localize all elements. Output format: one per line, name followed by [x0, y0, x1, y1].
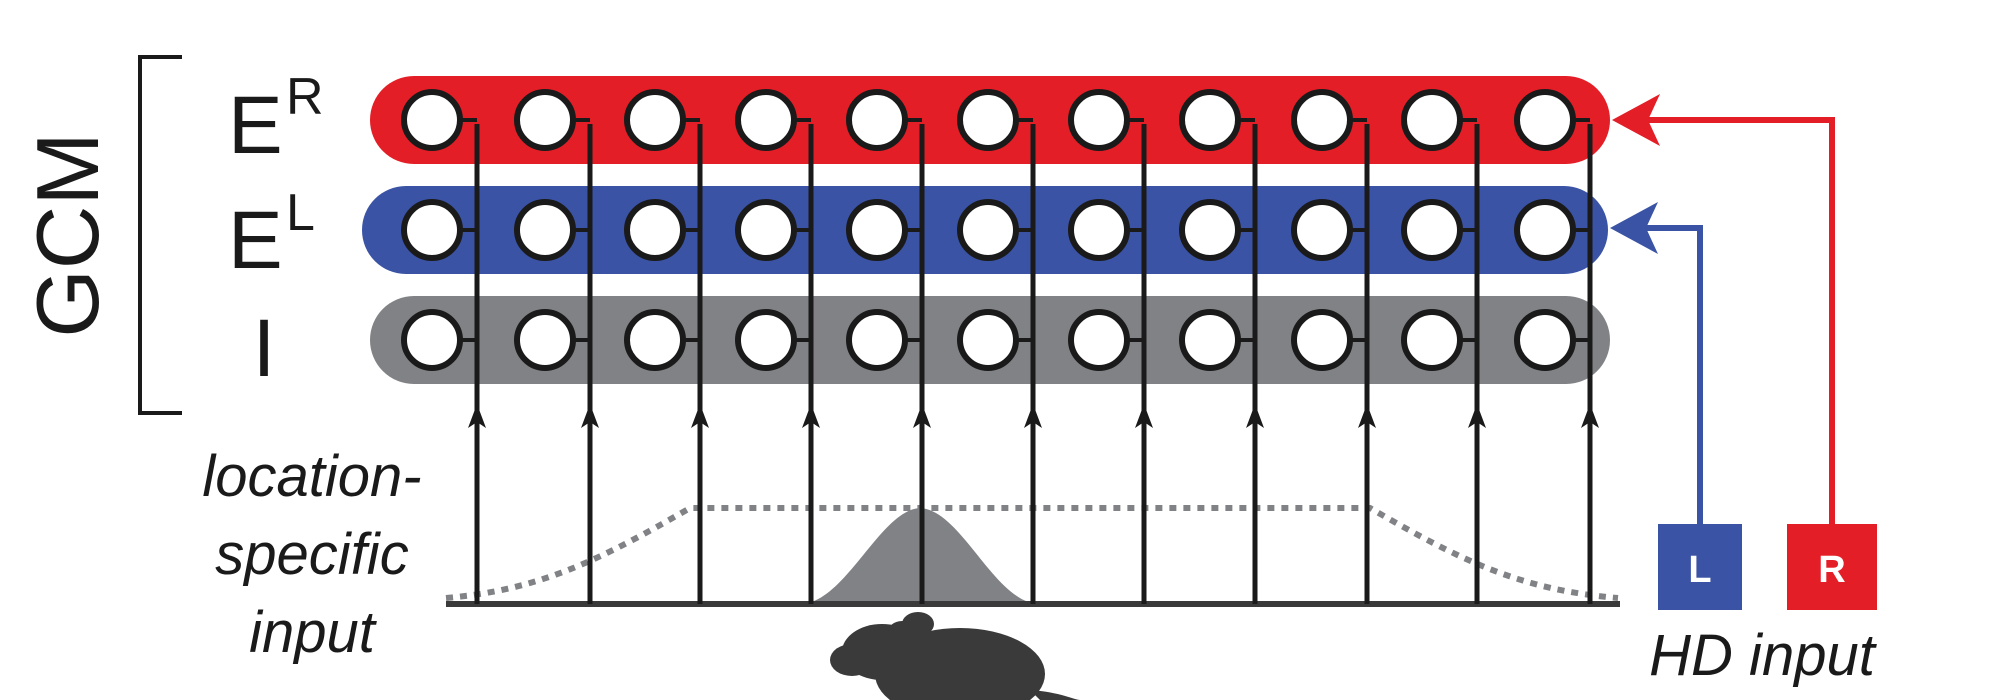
neuron-el-11: [1514, 199, 1576, 261]
neuron-el-3: [624, 199, 686, 261]
neuron-er-7: [1068, 89, 1130, 151]
neuron-er-2: [514, 89, 576, 151]
neuron-er-8: [1179, 89, 1241, 151]
neuron-er-9: [1291, 89, 1353, 151]
hd-left-arrowhead: [1610, 202, 1658, 254]
svg-text:I: I: [253, 303, 276, 394]
input-arrowhead-3: [691, 404, 709, 428]
input-arrowhead-9: [1358, 404, 1376, 428]
neuron-el-10: [1401, 199, 1463, 261]
neuron-el-2: [514, 199, 576, 261]
neuron-er-3: [624, 89, 686, 151]
neuron-el-1: [401, 199, 463, 261]
svg-text:R: R: [286, 68, 324, 126]
input-arrowhead-10: [1468, 404, 1486, 428]
neuron-er-5: [846, 89, 908, 151]
neuron-i-3: [624, 309, 686, 371]
input-arrowhead-8: [1246, 404, 1264, 428]
neuron-i-1: [401, 309, 463, 371]
input-arrows: [468, 124, 1599, 604]
rat-icon: [830, 612, 1080, 700]
neuron-el-4: [735, 199, 797, 261]
svg-text:R: R: [1818, 549, 1845, 591]
neuron-el-5: [846, 199, 908, 261]
neuron-i-2: [514, 309, 576, 371]
hd-left-arrow: [1626, 225, 1703, 524]
neuron-er-4: [735, 89, 797, 151]
neuron-er-11: [1514, 89, 1576, 151]
gcm-label: GCM: [18, 132, 117, 337]
neuron-i-5: [846, 309, 908, 371]
neuron-el-6: [957, 199, 1019, 261]
neuron-el-8: [1179, 199, 1241, 261]
row-label-el: E L: [228, 184, 315, 286]
neuron-er-6: [957, 89, 1019, 151]
input-arrowhead-11: [1581, 404, 1599, 428]
neuron-i-9: [1291, 309, 1353, 371]
input-arrowhead-4: [802, 404, 820, 428]
input-profile-dotted: [445, 505, 1619, 601]
neuron-grid: [401, 89, 1576, 371]
hd-input-arrows: [1610, 94, 1835, 524]
neuron-i-6: [957, 309, 1019, 371]
svg-text:L: L: [286, 184, 315, 242]
svg-text:E: E: [228, 80, 283, 171]
neuron-i-10: [1401, 309, 1463, 371]
neuron-i-11: [1514, 309, 1576, 371]
hd-input-label: HD input: [1649, 623, 1878, 688]
neuron-i-7: [1068, 309, 1130, 371]
input-arrowhead-6: [1024, 404, 1042, 428]
location-input-label: location- specific input: [202, 444, 421, 665]
neuron-i-8: [1179, 309, 1241, 371]
neuron-el-9: [1291, 199, 1353, 261]
hd-box-left: L: [1658, 524, 1742, 610]
row-label-er: E R: [228, 68, 324, 171]
svg-text:E: E: [228, 195, 283, 286]
neuron-i-4: [735, 309, 797, 371]
svg-text:L: L: [1688, 549, 1711, 591]
hd-right-arrowhead: [1612, 94, 1660, 146]
input-arrowhead-2: [581, 404, 599, 428]
svg-text:location-: location-: [202, 444, 421, 509]
svg-text:specific: specific: [215, 522, 408, 587]
row-label-i: I: [253, 303, 276, 394]
svg-text:input: input: [249, 600, 378, 665]
neuron-el-7: [1068, 199, 1130, 261]
input-arrowhead-5: [913, 404, 931, 428]
input-arrowhead-7: [1135, 404, 1153, 428]
neuron-er-1: [401, 89, 463, 151]
gcm-bracket: [138, 55, 182, 415]
hd-right-arrow: [1628, 117, 1835, 524]
input-arrowhead-1: [468, 404, 486, 428]
hd-box-right: R: [1787, 524, 1877, 610]
neuron-er-10: [1401, 89, 1463, 151]
